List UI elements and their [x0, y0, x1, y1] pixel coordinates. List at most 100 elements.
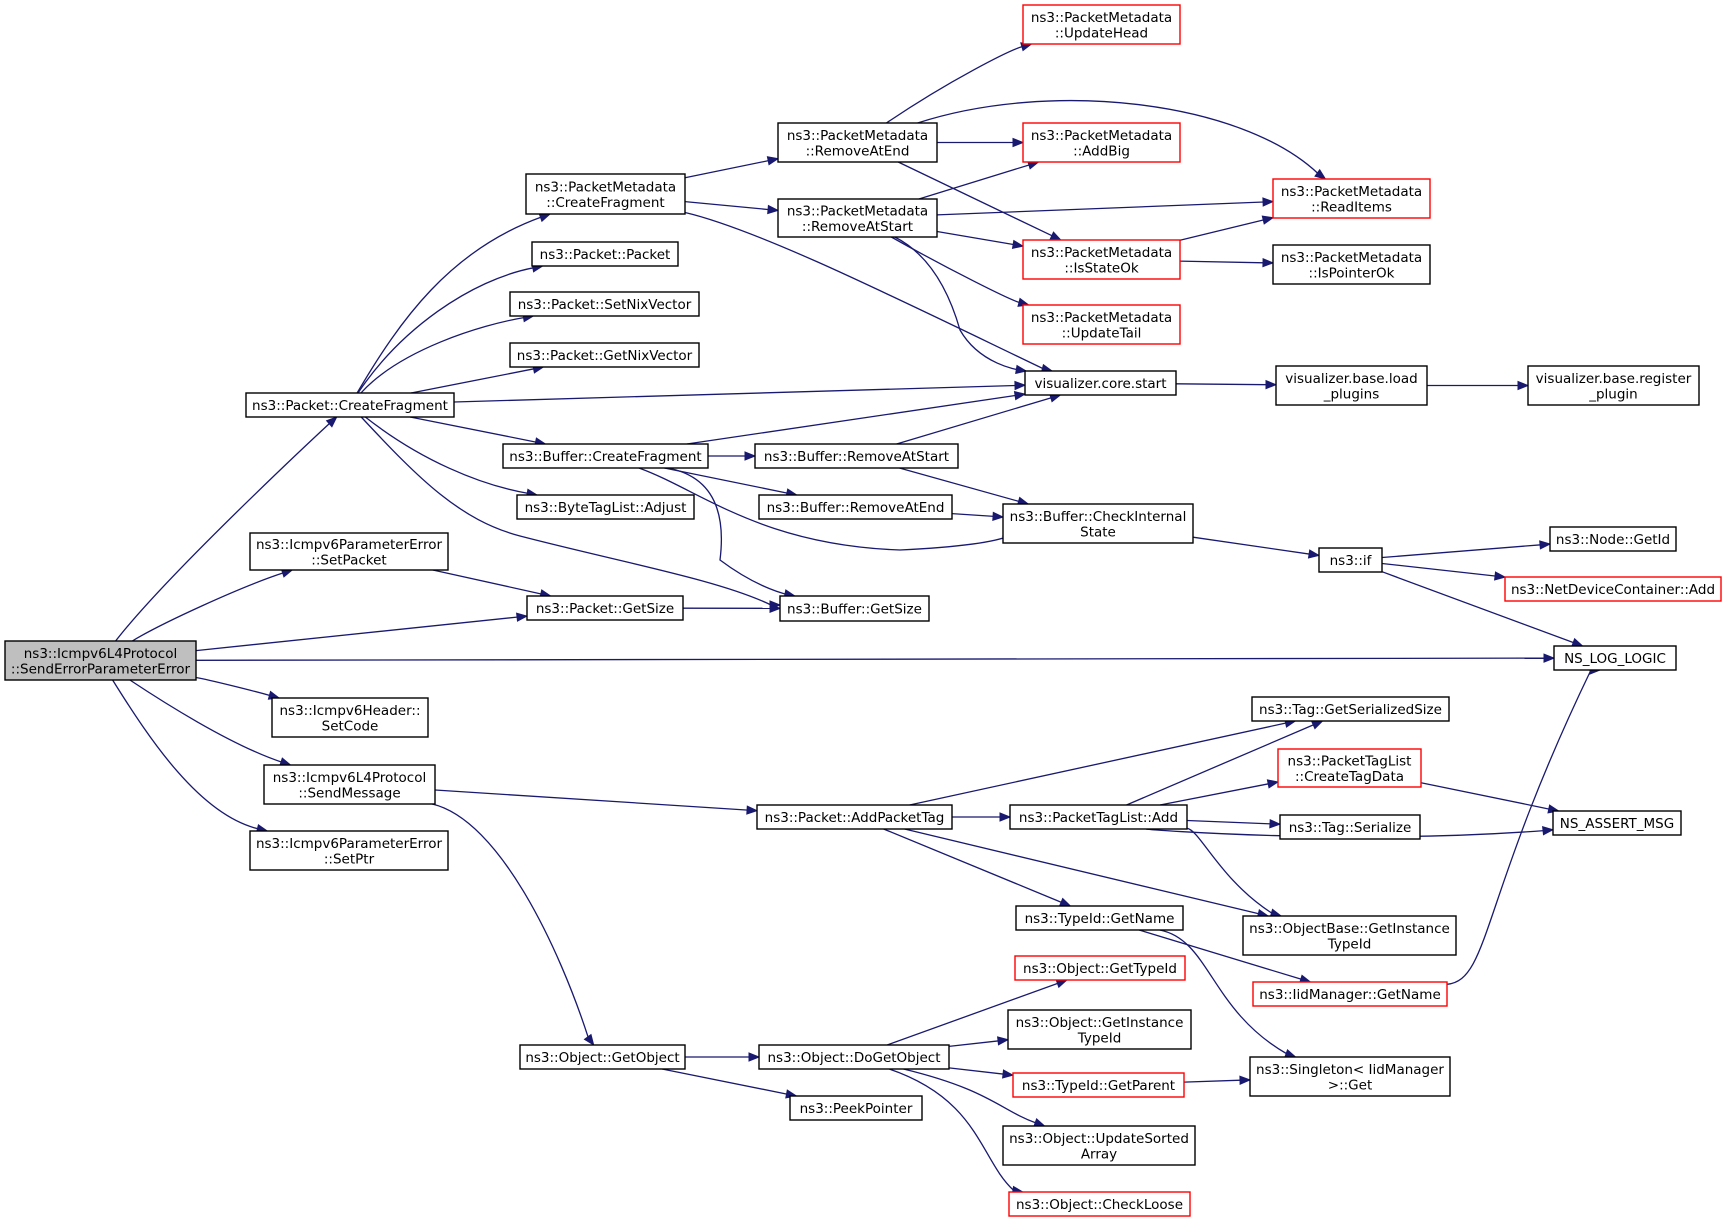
call-edge-buf_cis-to-ns3_if [1192, 536, 1321, 559]
node-label-line: ns3::Buffer::CheckInternal [1010, 509, 1187, 525]
arrowhead [999, 812, 1012, 822]
call-edge-pm_iso-to-pm_ipo [1179, 257, 1275, 268]
arrowhead [1262, 257, 1275, 268]
node-label-line: _plugins [1323, 386, 1380, 402]
node-label-line: TypeId [1077, 1030, 1122, 1046]
node-label-line: ns3::PacketMetadata [1031, 245, 1172, 261]
function-node-iid-gn[interactable]: ns3::IidManager::GetName [1252, 981, 1448, 1007]
function-node-buf-cf[interactable]: ns3::Buffer::CreateFragment [502, 443, 709, 469]
function-node-sing-get[interactable]: ns3::Singleton< IidManager>::Get [1249, 1056, 1451, 1097]
function-node-log-logic[interactable]: NS_LOG_LOGIC [1553, 645, 1677, 671]
arrowhead [769, 603, 782, 614]
edge-line [638, 467, 1013, 551]
function-node-buf-rae[interactable]: ns3::Buffer::RemoveAtEnd [758, 494, 953, 520]
function-node-ptl-add[interactable]: ns3::PacketTagList::Add [1009, 804, 1188, 830]
function-node-pm-ut[interactable]: ns3::PacketMetadata::UpdateTail [1022, 304, 1181, 345]
function-node-btl-adj[interactable]: ns3::ByteTagList::Adjust [516, 494, 695, 520]
edge-line [1183, 1079, 1242, 1083]
edge-line [195, 657, 1546, 661]
function-node-pkt-pkt[interactable]: ns3::Packet::Packet [531, 241, 679, 267]
function-node-hdr-sc[interactable]: ns3::Icmpv6Header::SetCode [271, 697, 429, 738]
function-node-obj-dgo[interactable]: ns3::Object::DoGetObject [758, 1044, 950, 1070]
node-label-line: ns3::TypeId::GetName [1025, 911, 1175, 927]
node-label-line: ns3::PacketMetadata [535, 179, 676, 195]
function-node-pkt-gnv[interactable]: ns3::Packet::GetNixVector [509, 342, 700, 368]
arrowhead [1015, 364, 1028, 375]
function-node-pm-ab[interactable]: ns3::PacketMetadata::AddBig [1022, 122, 1181, 163]
node-label-line: ns3::Icmpv6ParameterError [256, 836, 443, 852]
function-node-obj-go[interactable]: ns3::Object::GetObject [519, 1044, 686, 1070]
function-node-pm-ri[interactable]: ns3::PacketMetadata::ReadItems [1272, 178, 1431, 219]
function-node-pkt-apt[interactable]: ns3::Packet::AddPacketTag [756, 804, 953, 830]
node-label-line: ns3::PacketMetadata [1031, 128, 1172, 144]
node-label-line: >::Get [1328, 1077, 1372, 1093]
function-node-obj-cl[interactable]: ns3::Object::CheckLoose [1008, 1191, 1191, 1217]
function-node-pkt-gs[interactable]: ns3::Packet::GetSize [526, 595, 684, 621]
node-label-line: ns3::PacketTagList [1288, 753, 1412, 769]
function-node-viz-load[interactable]: visualizer.base.load_plugins [1275, 365, 1428, 406]
arrowhead [1014, 380, 1027, 391]
node-box [271, 697, 429, 738]
function-node-viz-start[interactable]: visualizer.core.start [1024, 370, 1177, 396]
function-node-assert-msg[interactable]: NS_ASSERT_MSG [1552, 810, 1682, 836]
edge-line [888, 1068, 1015, 1192]
call-edge-pm_rae-to-pm_uh [886, 42, 1033, 124]
function-node-pm-cf[interactable]: ns3::PacketMetadata::CreateFragment [525, 173, 686, 215]
arrowhead [1058, 897, 1072, 907]
node-box [779, 595, 930, 622]
function-node-pm-ras[interactable]: ns3::PacketMetadata::RemoveAtStart [777, 198, 938, 238]
function-node-node-gid[interactable]: ns3::Node::GetId [1549, 526, 1677, 552]
function-node-obj-gtid[interactable]: ns3::Object::GetTypeId [1014, 955, 1186, 981]
call-edge-l4_sm-to-obj_go [432, 803, 595, 1047]
node-label-line: ns3::Packet::CreateFragment [252, 398, 448, 414]
node-label-line: ns3::Icmpv6Header:: [280, 703, 421, 719]
function-node-peek-ptr[interactable]: ns3::PeekPointer [789, 1095, 923, 1121]
function-node-buf-ras[interactable]: ns3::Buffer::RemoveAtStart [754, 443, 959, 469]
function-node-ns3-if[interactable]: ns3::if [1318, 547, 1383, 573]
node-label-line: visualizer.core.start [1034, 376, 1166, 392]
function-node-tag-gss[interactable]: ns3::Tag::GetSerializedSize [1251, 696, 1450, 722]
node-box [249, 830, 449, 871]
function-node-tid-gn[interactable]: ns3::TypeId::GetName [1015, 905, 1184, 931]
function-node-buf-gs[interactable]: ns3::Buffer::GetSize [779, 595, 930, 622]
function-node-viz-reg[interactable]: visualizer.base.register_plugin [1527, 365, 1700, 406]
function-node-ipe-sp[interactable]: ns3::Icmpv6ParameterError::SetPacket [249, 532, 449, 571]
node-label-line: ::SendMessage [298, 785, 400, 801]
function-node-tag-ser[interactable]: ns3::Tag::Serialize [1279, 814, 1421, 840]
node-box [525, 173, 686, 215]
function-node-pm-rae[interactable]: ns3::PacketMetadata::RemoveAtEnd [777, 122, 938, 163]
call-edge-pkt_apt-to-tag_gss [909, 718, 1297, 806]
edge-line [356, 216, 542, 394]
edge-line [364, 416, 529, 495]
function-node-ndc-add[interactable]: ns3::NetDeviceContainer::Add [1504, 576, 1722, 602]
node-label-line: ns3::Node::GetId [1556, 532, 1670, 548]
edge-line [1186, 827, 1273, 915]
function-node-l4-sm[interactable]: ns3::Icmpv6L4Protocol::SendMessage [263, 764, 436, 805]
node-label-line: ::ReadItems [1311, 199, 1392, 215]
call-edge-pkt_apt-to-tid_gn [883, 828, 1072, 907]
node-label-line: ns3::if [1330, 553, 1373, 569]
edge-line [1381, 562, 1497, 577]
function-node-pm-ipo[interactable]: ns3::PacketMetadata::IsPointerOk [1272, 244, 1431, 285]
function-node-ptl-ctd[interactable]: ns3::PacketTagList::CreateTagData [1277, 748, 1422, 788]
call-edge-pm_iso-to-pm_ri [1179, 215, 1275, 241]
function-node-root[interactable]: ns3::Icmpv6L4Protocol::SendErrorParamete… [4, 640, 197, 681]
node-label-line: ::CreateFragment [546, 195, 664, 211]
function-node-ipe-ptr[interactable]: ns3::Icmpv6ParameterError::SetPtr [249, 830, 449, 871]
node-label-line: ns3::Buffer::RemoveAtStart [764, 449, 949, 465]
function-node-pm-uh[interactable]: ns3::PacketMetadata::UpdateHead [1022, 4, 1181, 45]
node-label-line: ::AddBig [1073, 143, 1130, 159]
node-label-line: ::SetPtr [324, 851, 375, 867]
function-node-tid-gp[interactable]: ns3::TypeId::GetParent [1012, 1072, 1185, 1098]
function-node-pkt-cf[interactable]: ns3::Packet::CreateFragment [245, 392, 455, 418]
node-label-line: ns3::Object::GetObject [525, 1050, 679, 1066]
function-node-pkt-snv[interactable]: ns3::Packet::SetNixVector [509, 291, 700, 317]
edge-line [1186, 819, 1272, 825]
arrowhead [1261, 215, 1275, 225]
function-node-pm-iso[interactable]: ns3::PacketMetadata::IsStateOk [1022, 239, 1181, 280]
